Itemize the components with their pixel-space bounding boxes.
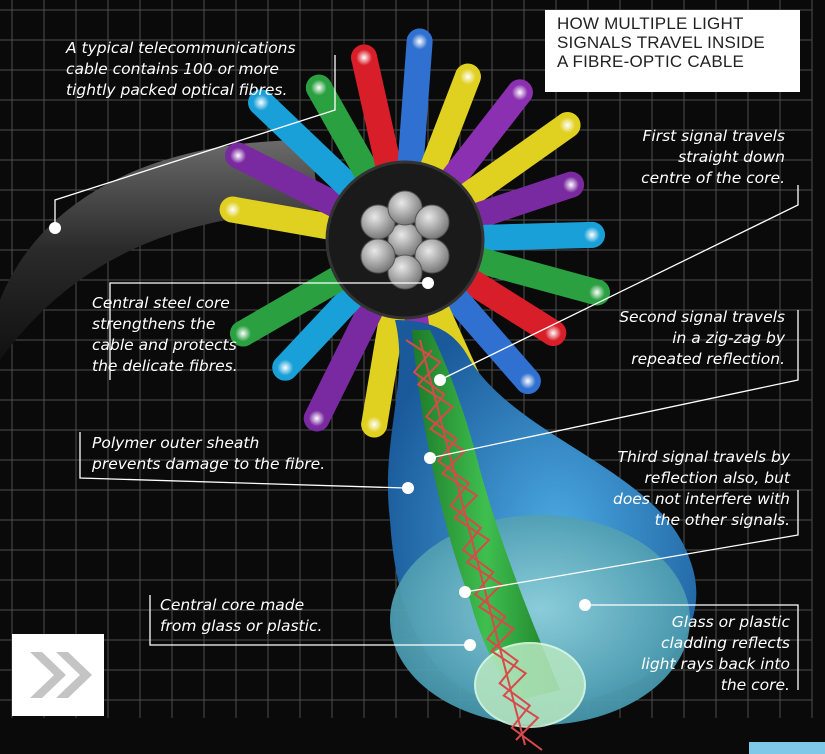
- fibre-glow: [366, 416, 382, 432]
- fibre-glow: [356, 50, 372, 66]
- label-sheath: Polymer outer sheath prevents damage to …: [92, 433, 325, 475]
- double-chevron-right-icon: [12, 634, 104, 716]
- fibre-glow: [225, 202, 241, 218]
- pointer-dot: [424, 452, 436, 464]
- steel-strand: [361, 239, 395, 273]
- title-box: HOW MULTIPLE LIGHT SIGNALS TRAVEL INSIDE…: [545, 10, 800, 92]
- fibre-glow: [309, 410, 325, 426]
- pointer-dot: [579, 599, 591, 611]
- title-line: SIGNALS TRAVEL INSIDE: [557, 33, 800, 52]
- title-line: A FIBRE-OPTIC CABLE: [557, 52, 800, 71]
- pointer-dot: [434, 374, 446, 386]
- fibre-glow: [589, 284, 605, 300]
- next-page-button[interactable]: [12, 634, 104, 716]
- title-line: HOW MULTIPLE LIGHT: [557, 14, 800, 33]
- core-end-face: [475, 643, 585, 727]
- fibre-glow: [230, 148, 246, 164]
- fibre-glow: [559, 117, 575, 133]
- fibre-glow: [584, 227, 600, 243]
- fibre-glow: [563, 177, 579, 193]
- steel-strand: [415, 205, 449, 239]
- label-second-signal: Second signal travels in a zig-zag by re…: [619, 307, 785, 370]
- pointer-dot: [49, 222, 61, 234]
- label-steel-core: Central steel core strengthens the cable…: [92, 293, 238, 377]
- pointer-dot: [402, 482, 414, 494]
- label-core: Central core made from glass or plastic.: [160, 595, 322, 637]
- fibre-glow: [311, 80, 327, 96]
- fibre-glow: [512, 84, 528, 100]
- label-cladding: Glass or plastic cladding reflects light…: [641, 612, 790, 696]
- pointer-dot: [459, 586, 471, 598]
- label-third-signal: Third signal travels by reflection also,…: [613, 447, 790, 531]
- label-first-signal: First signal travels straight down centr…: [641, 126, 785, 189]
- fibre-glow: [520, 373, 536, 389]
- fibre-glow: [277, 360, 293, 376]
- fibre-glow: [412, 34, 428, 50]
- pointer-dot: [422, 277, 434, 289]
- page-tab: [749, 742, 825, 754]
- fibre-glow: [460, 69, 476, 85]
- label-cable: A typical telecommunications cable conta…: [66, 38, 296, 101]
- pointer-dot: [464, 639, 476, 651]
